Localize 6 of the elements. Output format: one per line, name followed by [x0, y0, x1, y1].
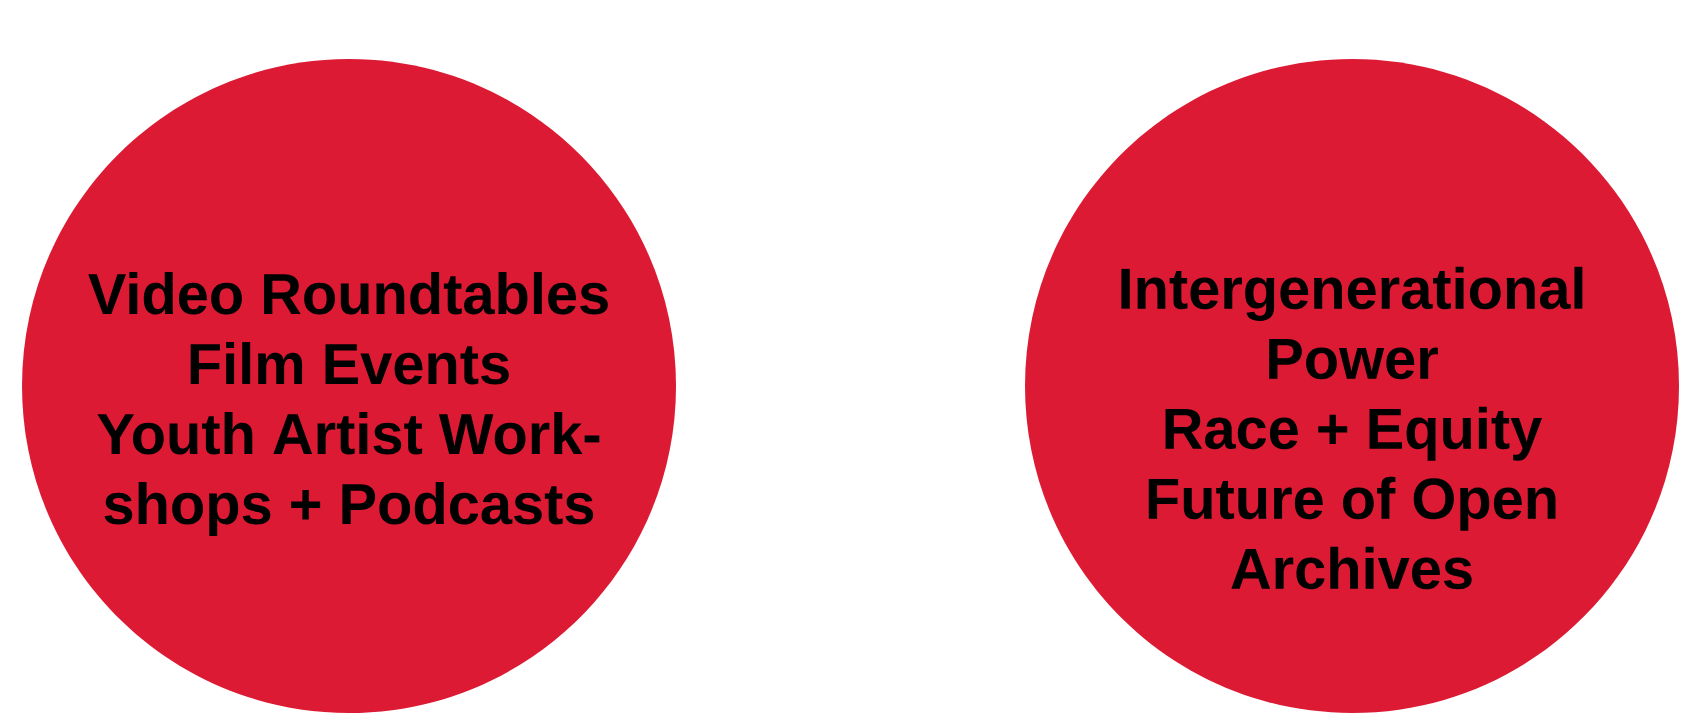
topic-text: Race + Equity — [1165, 406, 1542, 461]
topic-text: Future of Open Archives — [1148, 476, 1556, 590]
topic-text: Intergenerational Power — [1121, 266, 1583, 380]
topic-text: Film Events — [190, 342, 509, 385]
topic-text: Youth Artist Work- shops + Podcasts — [97, 412, 600, 536]
topic-text: Video Roundtables — [88, 272, 608, 315]
